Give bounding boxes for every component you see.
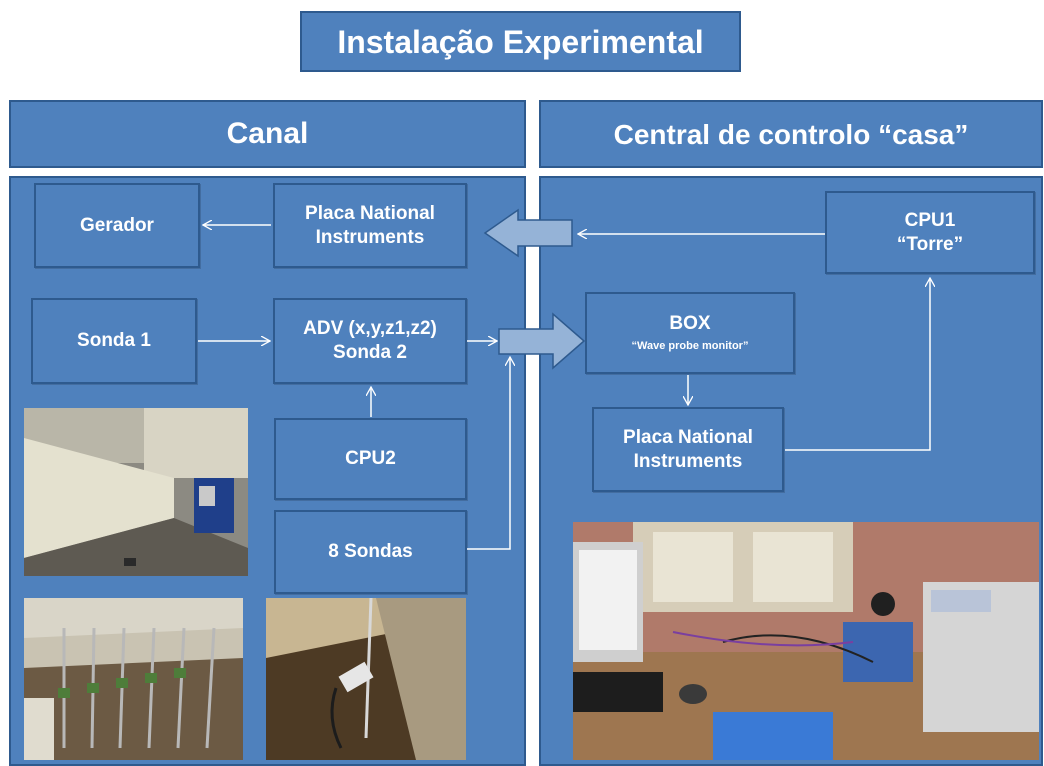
node-cpu1-line1: CPU1 <box>904 209 956 231</box>
node-box: BOX “Wave probe monitor” <box>585 292 795 374</box>
node-adv-line1: ADV (x,y,z1,z2) <box>303 318 437 340</box>
node-cpu2: CPU2 <box>274 418 467 500</box>
node-box-subtitle: “Wave probe monitor” <box>631 340 749 352</box>
section-header-canal-text: Canal <box>226 117 309 151</box>
node-gerador: Gerador <box>34 183 200 268</box>
photo-adv-probe <box>266 598 466 760</box>
node-sonda1: Sonda 1 <box>31 298 197 384</box>
node-box-title: BOX <box>669 313 711 335</box>
node-placa-ni-right-line2: Instruments <box>633 450 743 472</box>
section-header-central: Central de controlo “casa” <box>539 100 1043 168</box>
photo-control-room <box>573 522 1039 760</box>
node-oito-sondas-label: 8 Sondas <box>328 541 413 563</box>
node-placa-ni-right: Placa National Instruments <box>592 407 784 492</box>
node-placa-ni-right-line1: Placa National <box>623 426 753 448</box>
photo-probes-array <box>24 598 243 760</box>
section-header-canal: Canal <box>9 100 526 168</box>
block-arrow-right <box>498 312 586 370</box>
section-header-central-text: Central de controlo “casa” <box>613 118 969 150</box>
arrow-placa-to-cpu1 <box>785 278 930 451</box>
block-arrow-left <box>483 208 573 258</box>
node-placa-ni-left-line1: Placa National <box>305 202 435 224</box>
node-oito-sondas: 8 Sondas <box>274 510 467 594</box>
photo-canal-tank <box>24 408 248 576</box>
node-placa-ni-left-line2: Instruments <box>315 226 425 248</box>
node-cpu1-line2: “Torre” <box>896 233 964 255</box>
node-gerador-label: Gerador <box>80 214 154 236</box>
node-sonda1-label: Sonda 1 <box>77 330 151 352</box>
node-cpu1: CPU1 “Torre” <box>825 191 1035 274</box>
arrow-8sondas-to-box <box>467 357 510 550</box>
node-cpu2-label: CPU2 <box>345 448 396 470</box>
node-adv-line2: Sonda 2 <box>333 342 407 363</box>
page-title: Instalação Experimental <box>300 11 741 72</box>
node-placa-ni-left: Placa National Instruments <box>273 183 467 268</box>
page-title-text: Instalação Experimental <box>337 23 704 60</box>
node-adv: ADV (x,y,z1,z2) Sonda 2 <box>273 298 467 384</box>
